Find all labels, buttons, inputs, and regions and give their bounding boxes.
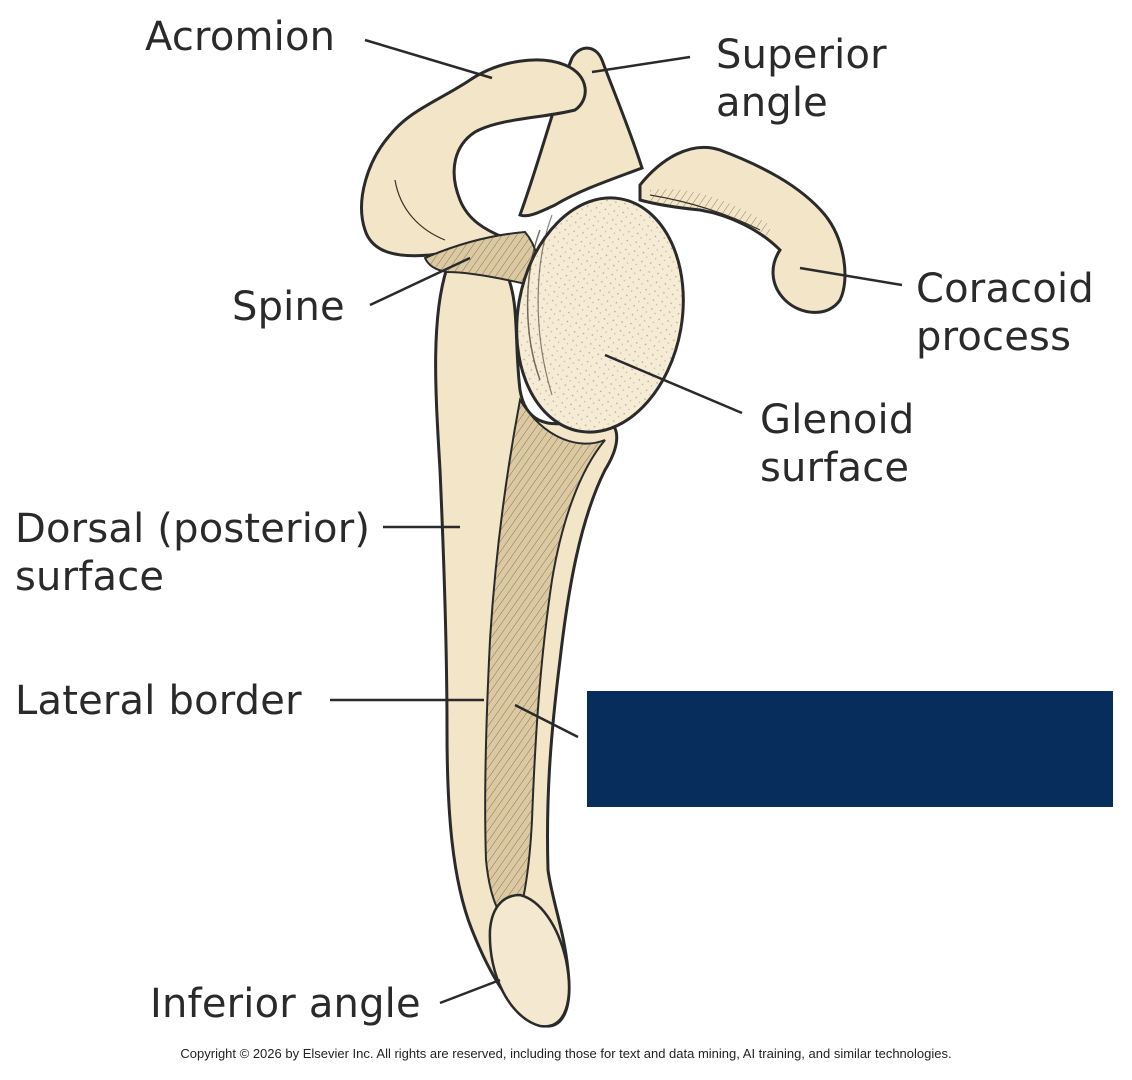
hidden-label-box xyxy=(587,691,1113,807)
label-superior-angle: Superior angle xyxy=(716,32,887,126)
inferior-angle-shape xyxy=(488,893,571,1028)
label-glenoid-surface: Glenoid surface xyxy=(760,397,915,491)
leader-lines xyxy=(330,38,903,1005)
label-spine: Spine xyxy=(232,284,345,330)
copyright-notice: Copyright © 2026 by Elsevier Inc. All ri… xyxy=(180,1046,952,1061)
label-dorsal-surface: Dorsal (posterior) surface xyxy=(15,506,371,600)
label-inferior-angle: Inferior angle xyxy=(150,981,421,1027)
label-acromion: Acromion xyxy=(145,14,336,60)
label-coracoid-process: Coracoid process xyxy=(916,266,1094,360)
label-lateral-border: Lateral border xyxy=(15,678,302,724)
